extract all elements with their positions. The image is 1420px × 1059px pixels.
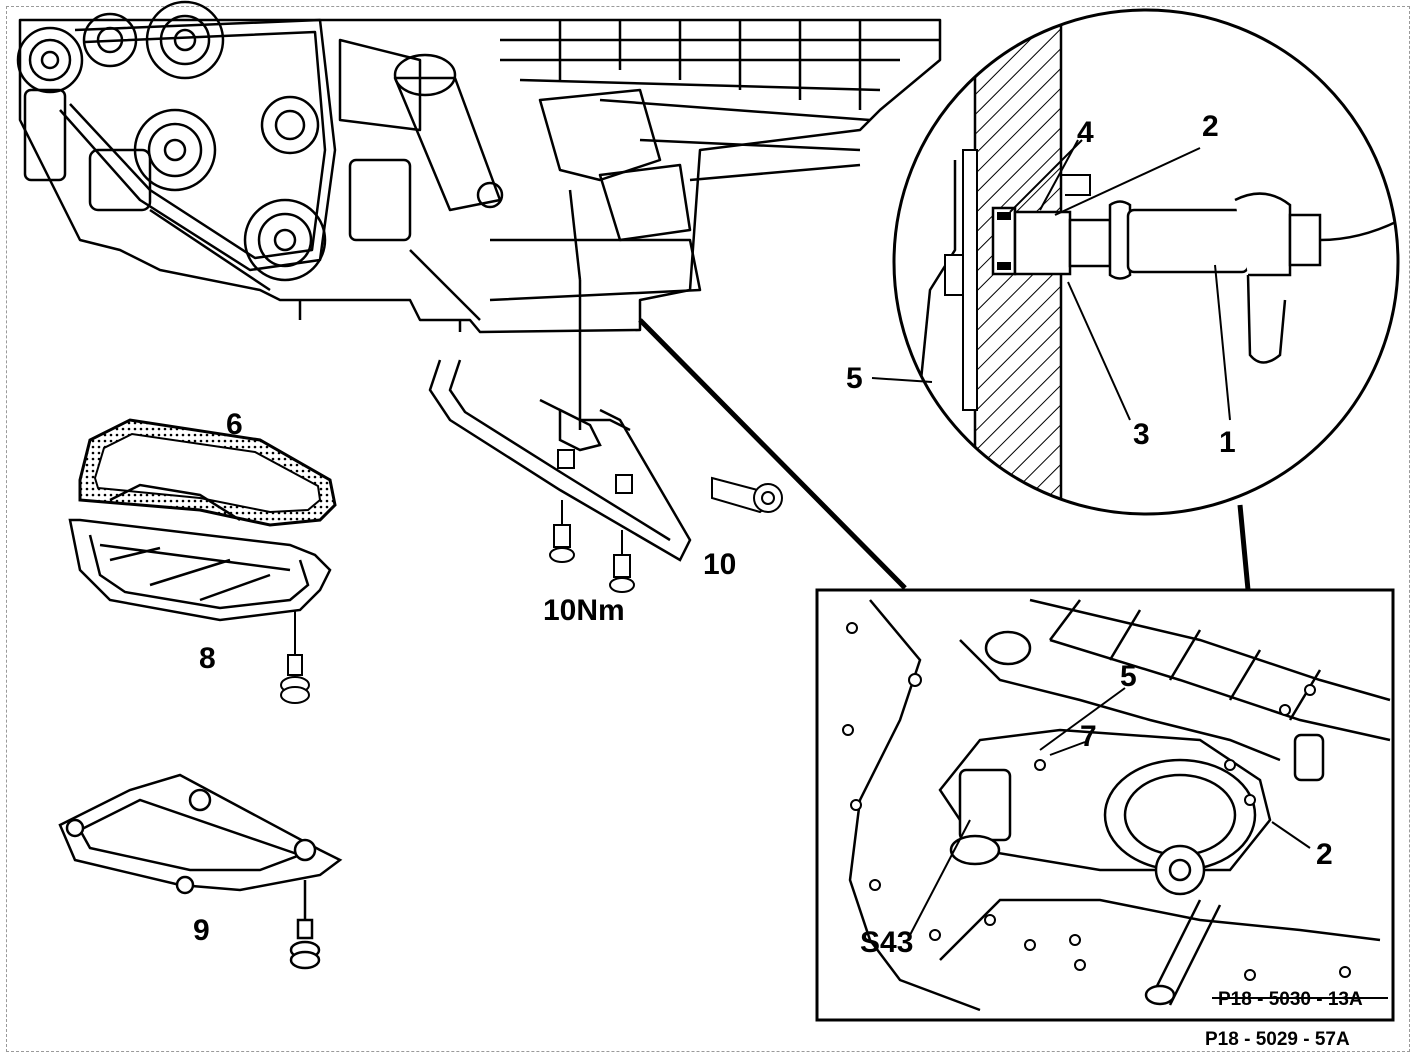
label-6: 6 — [226, 408, 243, 441]
inset-view — [815, 588, 1395, 1022]
label-1: 1 — [1219, 426, 1236, 459]
label-2-inset: 2 — [1316, 838, 1333, 871]
label-9: 9 — [193, 914, 210, 947]
oil-pan-gasket — [78, 418, 337, 527]
oil-pan — [68, 483, 332, 622]
inset-reference: P18 - 5030 - 13A — [1218, 989, 1363, 1010]
label-4: 4 — [1077, 116, 1094, 149]
sensor-bolts — [549, 449, 783, 593]
label-5-detail: 5 — [846, 362, 863, 395]
label-s43: S43 — [860, 926, 914, 959]
pan-bolt — [280, 610, 310, 704]
sensor-bracket — [428, 189, 692, 562]
label-7: 7 — [1080, 720, 1097, 753]
detail-circle — [871, 8, 1400, 516]
figure-reference: P18 - 5029 - 57A — [1205, 1029, 1350, 1050]
label-3: 3 — [1133, 418, 1150, 451]
label-8: 8 — [199, 642, 216, 675]
label-5-inset: 5 — [1120, 660, 1137, 693]
label-10: 10 — [703, 548, 737, 581]
engine-block — [16, 0, 942, 334]
leader-line-inset — [638, 318, 907, 590]
figure-border — [6, 6, 1410, 1052]
label-torque: 10Nm — [543, 594, 625, 627]
bottom-cover — [58, 773, 343, 970]
label-2-detail: 2 — [1202, 110, 1219, 143]
